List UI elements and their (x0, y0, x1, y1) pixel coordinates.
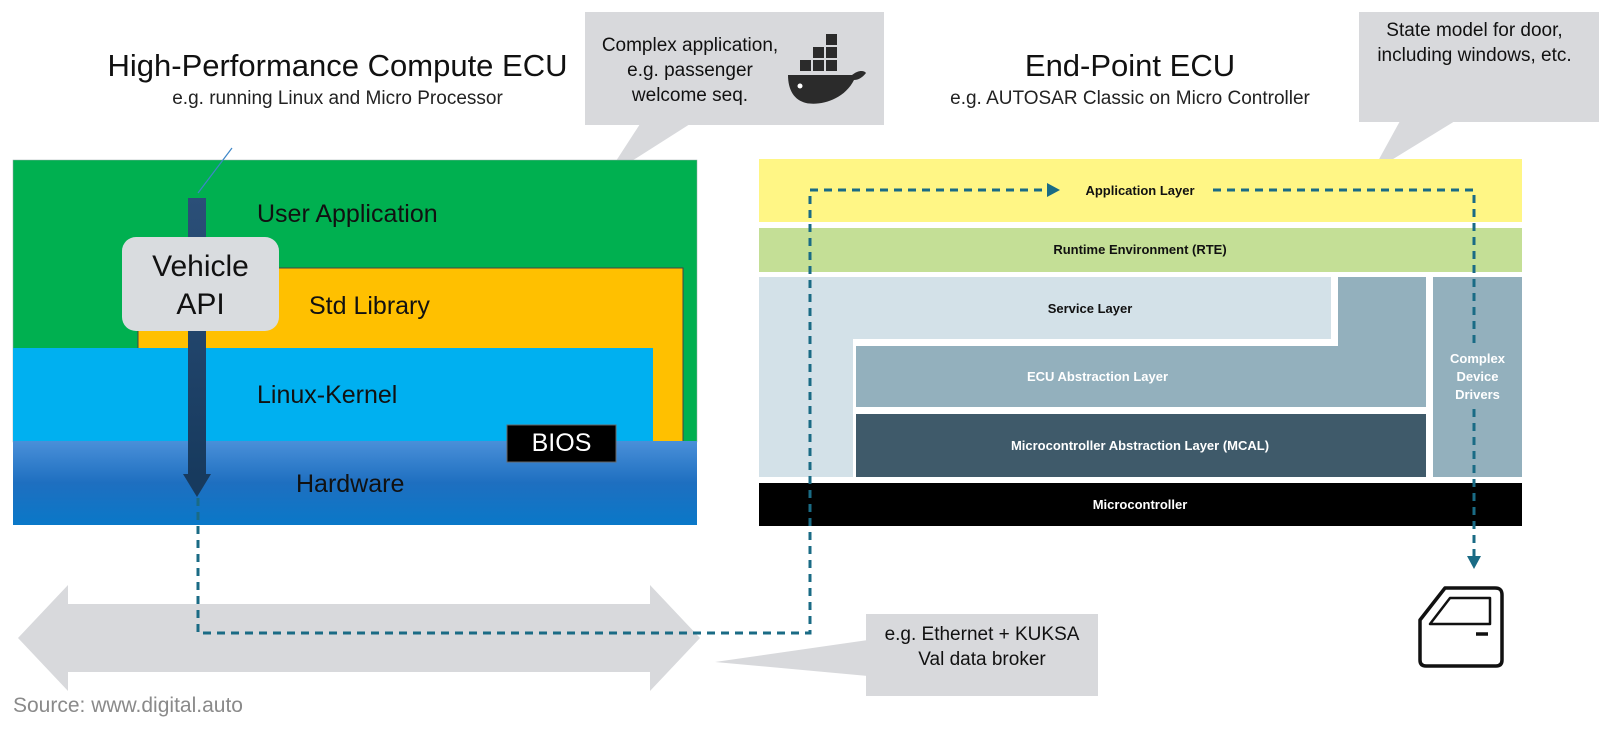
mcal-layer-box (856, 414, 1426, 477)
endpoint-title: End-Point ECU (1024, 48, 1236, 83)
callout-state-model-text: State model for door, including windows,… (1377, 20, 1572, 66)
hardware-label: Hardware (296, 470, 405, 498)
rte-layer-box (759, 228, 1522, 272)
vehicle-api-box (122, 237, 279, 331)
linux-kernel-label: Linux-Kernel (257, 381, 398, 409)
complex-drivers-label: Complex Device Drivers (1450, 351, 1505, 402)
user-application-label: User Application (257, 200, 438, 228)
bios-box (506, 424, 617, 463)
hpc-title: High-Performance Compute ECU (107, 48, 568, 83)
service-layer-label: Service Layer (1047, 301, 1133, 316)
data-flow-path (196, 188, 1476, 635)
callout-state-model-bubble (1359, 12, 1599, 172)
ecu-abstraction-label: ECU Abstraction Layer (1026, 369, 1169, 384)
mcal-label: Microcontroller Abstraction Layer (MCAL) (1010, 438, 1270, 453)
car-door-icon (1418, 586, 1504, 668)
std-library-label: Std Library (309, 292, 430, 320)
vehicle-api-label: Vehicle API (152, 250, 249, 321)
pointer-line (197, 147, 233, 194)
bus-double-arrow (18, 585, 700, 691)
flow-arrowhead-door (1467, 556, 1481, 569)
microcontroller-label: Microcontroller (1092, 497, 1188, 512)
vehicle-api-arrowhead (183, 474, 211, 497)
bios-label: BIOS (531, 429, 592, 457)
endpoint-subtitle: e.g. AUTOSAR Classic on Micro Controller (950, 88, 1310, 109)
hpc-subtitle: e.g. running Linux and Micro Processor (172, 88, 503, 109)
callout-ethernet-bubble (715, 614, 1098, 696)
service-layer-accent (856, 277, 1426, 407)
microcontroller-box (759, 483, 1522, 526)
source-caption: Source: www.digital.auto (13, 694, 243, 717)
docker-whale-icon (788, 34, 866, 104)
application-layer-label: Application Layer (1085, 183, 1195, 198)
complex-drivers-box (1433, 277, 1522, 477)
rte-layer-label: Runtime Environment (RTE) (1053, 242, 1227, 257)
flow-arrowhead-app (1047, 183, 1060, 197)
service-layer-box (759, 277, 1331, 477)
callout-complex-app-text: Complex application, e.g. passenger welc… (601, 35, 779, 106)
callout-ethernet-text: e.g. Ethernet + KUKSA Val data broker (884, 624, 1080, 670)
